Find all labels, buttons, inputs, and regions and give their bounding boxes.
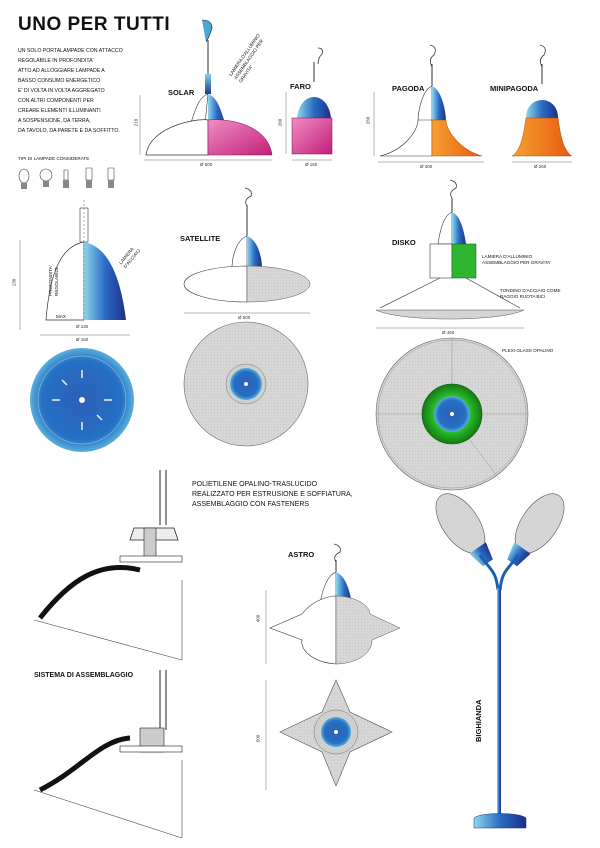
polietilene-line: REALIZZATO PER ESTRUSIONE E SOFFIATURA,: [192, 491, 353, 498]
assembly-detail-lower: [33, 670, 183, 839]
satellite-top-view: [183, 321, 309, 447]
intro-line: ATTO AD ALLOGGIARE LAMPADE A: [18, 68, 105, 74]
bighianda-label: BIGHIANDA: [474, 699, 483, 743]
astro-height-side: 400: [255, 614, 261, 623]
satellite-label: SATELLITE: [180, 234, 221, 243]
satellite-lamp: [183, 187, 311, 314]
detail-height: 130: [11, 278, 17, 287]
intro-line: CREARE ELEMENTI ILLUMINANTI: [18, 108, 101, 114]
solar-diameter: Ø 500: [200, 162, 213, 167]
pagoda-diameter: Ø 400: [420, 164, 433, 169]
pagoda-height: 260: [365, 116, 371, 125]
assembly-label: SISTEMA DI ASSEMBLAGGIO: [34, 672, 134, 679]
faro-lamp: [285, 47, 333, 161]
bighianda-lamp: [435, 493, 565, 829]
intro-line: REGOLABILE IN PROFONDITA': [18, 58, 94, 64]
disko-diameter: Ø 460: [442, 330, 455, 335]
faro-height: 260: [277, 118, 283, 127]
lamp-types-label: TIPI DI LAMPADE CONSIDERATE: [18, 156, 90, 161]
polietilene-line: ASSEMBLAGGIO CON FASTENERS: [192, 501, 310, 508]
disko-lamp: [375, 179, 525, 329]
faro-label: FARO: [290, 82, 311, 91]
disko-note-tondino: TONDINO D'ACCIAIO COME RAGGIO RUOTA BICI: [500, 288, 561, 299]
intro-line: CON ALTRI COMPONENTI PER: [18, 98, 94, 104]
astro-label: ASTRO: [288, 550, 315, 559]
intro-line: UN SOLO PORTALAMPADE CON ATTACCO: [18, 48, 123, 54]
disko-top-view: [375, 337, 529, 491]
astro-lamp: [265, 543, 401, 665]
intro-line: E' DI VOLTA IN VOLTA AGGREGATO: [18, 88, 105, 94]
solar-height: 210: [133, 118, 139, 127]
assembly-detail-upper: [33, 470, 183, 661]
astro-height-top: 500: [255, 734, 261, 743]
top-hanger: [201, 19, 213, 74]
faro-diameter: Ø 160: [305, 162, 318, 167]
detail-lamp-top-view: [30, 348, 134, 452]
polietilene-line: POLIETILENE OPALINO-TRASLUCIDO: [192, 481, 318, 488]
minipagoda-lamp: [511, 44, 573, 163]
detail-max-label: MAX: [56, 314, 66, 319]
detail-lamp: [19, 200, 130, 336]
minipagoda-label: MINIPAGODA: [490, 84, 539, 93]
disko-plexi-label: PLEXI-GLASS OPALINO: [502, 348, 554, 353]
lamp-types-icons: [18, 167, 115, 189]
intro-line: DA TAVOLO, DA PARETE E DA SOFFITTO.: [18, 128, 120, 134]
intro-text: UN SOLO PORTALAMPADE CON ATTACCO REGOLAB…: [18, 46, 143, 136]
minipagoda-diameter: Ø 260: [534, 164, 547, 169]
page-title: UNO PER TUTTI: [18, 14, 171, 35]
disko-label: DISKO: [392, 238, 416, 247]
detail-d130: Ø 130: [76, 324, 89, 329]
solar-label: SOLAR: [168, 88, 195, 97]
intro-line: A SOSPENSIONE, DA TERRA,: [18, 118, 91, 124]
intro-line: BASSO CONSUMO ENERGETICO: [18, 78, 101, 84]
pagoda-label: PAGODA: [392, 84, 425, 93]
astro-top-view: [265, 679, 393, 790]
solar-lamp: [139, 74, 273, 161]
polietilene-note: POLIETILENE OPALINO-TRASLUCIDO REALIZZAT…: [192, 480, 353, 510]
detail-profondita-label: PROFONDITA' REGOLABILE: [48, 265, 59, 296]
disko-note-lamiera: LAMIERA D'ALLUMINIO ASSEMBLAGGIO PER GRA…: [482, 254, 552, 265]
satellite-diameter: Ø 500: [238, 315, 251, 320]
pagoda-lamp: [373, 44, 484, 163]
detail-d160: Ø 160: [76, 337, 89, 342]
